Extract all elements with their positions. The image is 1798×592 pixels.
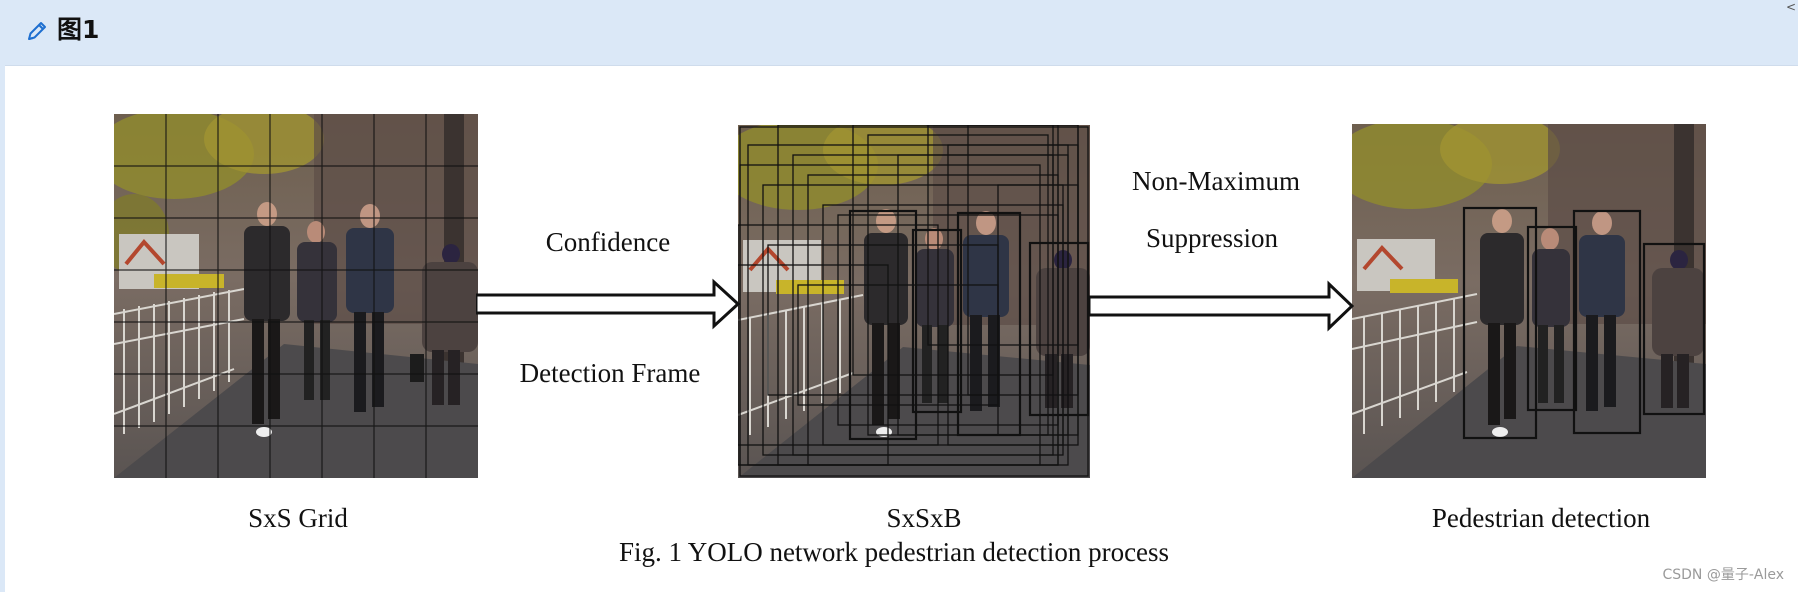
grid-panel-label: SxS Grid (248, 503, 348, 533)
detection-frame-label: Detection Frame (519, 358, 701, 388)
grid-photo (114, 114, 478, 478)
collapse-chevron-icon[interactable]: < (1785, 0, 1796, 14)
nms-result-photo (1352, 124, 1706, 478)
boxes-panel-label: SxSxB (886, 503, 962, 533)
edit-pencil-icon[interactable] (24, 18, 50, 44)
non-maximum-label: Non-Maximum (1132, 166, 1300, 196)
csdn-watermark: CSDN @量子-Alex (1662, 567, 1784, 583)
nms-arrow-icon (1089, 280, 1354, 332)
suppression-label: Suppression (1145, 223, 1279, 253)
figure-heading: 图1 (57, 15, 100, 44)
confidence-label: Confidence (545, 227, 671, 257)
figure-caption: Fig. 1 YOLO network pedestrian detection… (618, 537, 1170, 567)
nms-panel-label: Pedestrian detection (1431, 503, 1651, 533)
confidence-arrow-icon (476, 278, 740, 330)
boxes-photo (738, 125, 1090, 478)
left-accent-rule (0, 65, 5, 592)
document-header: 图1 < (0, 0, 1798, 66)
